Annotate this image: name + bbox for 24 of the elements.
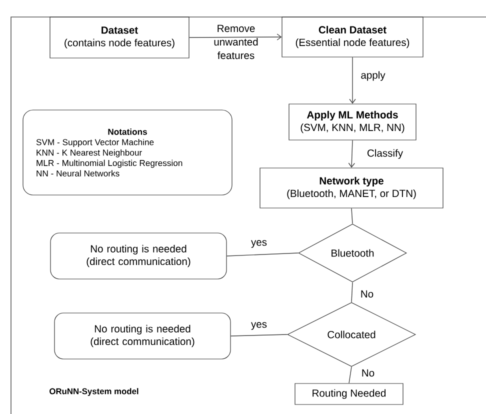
process-box: Network type (Bluetooth, MANET, or DTN)	[260, 168, 444, 208]
edge-label: apply	[361, 71, 386, 81]
connector-line	[351, 282, 353, 303]
process-box: Apply ML Methods (SVM, KNN, MLR, NN)	[288, 104, 416, 140]
edge-label: yes	[251, 322, 267, 330]
edge-label: Remove unwanted features	[214, 24, 258, 60]
arrow	[349, 56, 356, 104]
process-box: Clean Dataset (Essential node features)	[282, 16, 424, 58]
connector-line	[348, 366, 352, 384]
edge-label: No	[361, 290, 374, 298]
edge-label: No	[362, 369, 374, 377]
rounded-box: No routing is needed (direct communication)	[54, 312, 231, 360]
arrow	[348, 140, 356, 168]
connector-line	[230, 334, 288, 336]
caption: ORuNN-System model	[50, 388, 138, 396]
arrow	[188, 34, 282, 40]
process-box: Dataset (contains node features)	[50, 16, 190, 58]
edge-label: Classify	[368, 149, 403, 159]
edge-label: yes	[251, 240, 267, 248]
connector-line	[351, 208, 353, 224]
connector-line	[226, 252, 299, 256]
rounded-box: No routing is needed (direct communication)	[50, 232, 227, 280]
process-box: Routing Needed	[294, 383, 404, 405]
notation-box: Notations SVM - Support Vector Machine KNN - K Nearest Neighbour MLR - Multinomial Logistic Regression NN - Neural Networks	[22, 110, 232, 196]
